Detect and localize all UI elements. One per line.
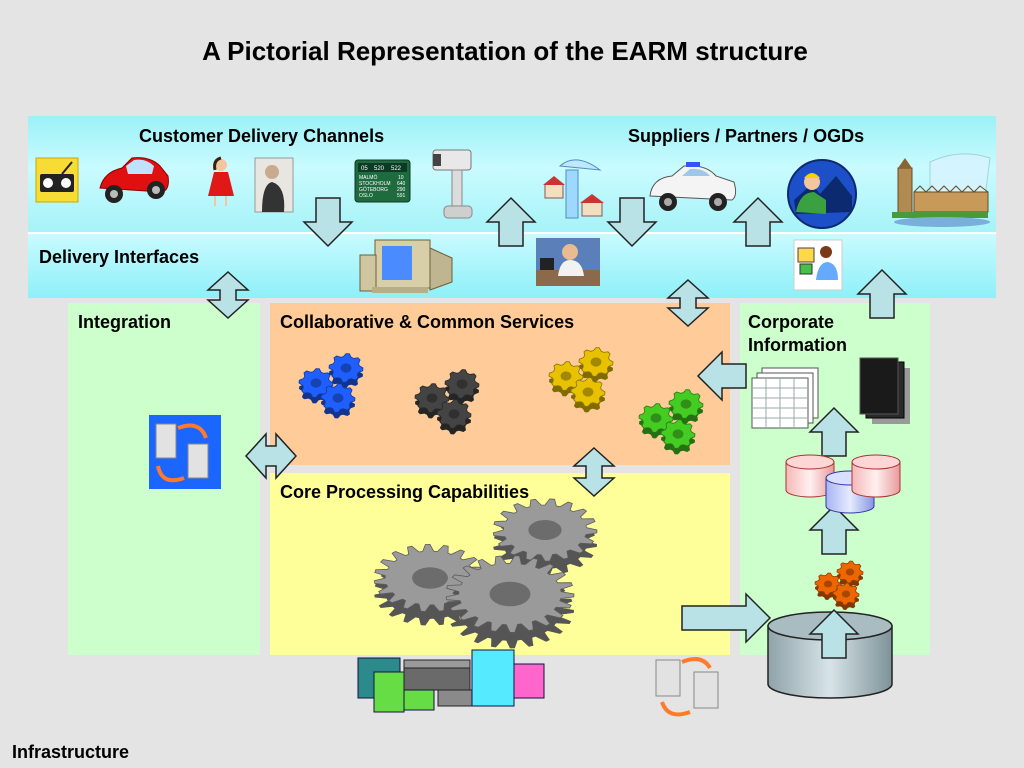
orange-gears-icon [832,582,860,610]
up-arrow-corporate-to-delivery [856,268,908,319]
board-row-city: OSLO [359,193,373,199]
suppliers-partners-ogds-label: Suppliers / Partners / OGDs [628,126,865,146]
cctv-camera-icon [432,149,473,219]
core-gears-group [373,498,598,649]
green-gears-icon [668,389,704,425]
board-header-2: 520 [374,166,385,172]
double-arrow-integration [206,270,250,320]
office-worker-photo-icon [536,238,600,286]
computer-user-illustration-icon [793,239,843,291]
houses-satellite-icon [543,159,604,219]
double-arrow-collab-core [572,446,616,498]
core-processing-capabilities-label: Core Processing Capabilities [280,482,530,502]
black-documents-icon [859,357,910,424]
left-arrow-corporate-to-collab [696,350,747,402]
green-gears-icon [638,403,674,439]
radio-icon [35,157,79,203]
spreadsheet-documents-icon [751,367,819,429]
phone-user-photo-icon [254,157,294,213]
up-arrow-database-to-gears [808,608,860,659]
dark-gears-icon [436,399,472,435]
server-hardware-icon [357,649,545,713]
blue-gears-icon [320,383,356,419]
parliament-building-icon [892,153,991,227]
board-row-city: MALMÖ [359,174,377,181]
up-arrow-channels [485,196,537,247]
collaborative-gears-group [298,347,864,610]
green-gears-icon [660,419,696,455]
board-header-3: 522 [391,166,402,172]
database-cylinders-icon [785,454,901,514]
board-row-value: 290 [397,187,406,193]
orange-gears-icon [836,560,864,588]
yellow-gears-icon [570,377,606,413]
board-row-city: STOCKHOLM [359,181,391,187]
infrastructure-servers-sync-icon [655,657,719,717]
corporate-information-label-line2: Information [748,335,847,355]
integration-servers-icon [149,415,221,489]
yellow-gears-icon [578,347,614,383]
integration-label: Integration [78,312,171,332]
double-arrow-collab-delivery [666,278,710,328]
police-car-icon [649,162,737,211]
down-arrow-channels [302,197,354,248]
page-title: A Pictorial Representation of the EARM s… [202,36,808,66]
woman-figure-icon [208,156,234,206]
corporate-information-label-line1: Corporate [748,312,835,332]
board-row-value: 591 [397,193,406,199]
board-row-value: 10 [398,175,404,181]
board-row-city: GÖTEBORG [359,186,388,193]
delivery-interfaces-label: Delivery Interfaces [39,247,200,267]
board-row-value: 640 [397,181,406,187]
car-icon [99,157,169,203]
departure-board-icon: 05 520 522 MALMÖ 10 STOCKHOLM 640 GÖTEBO… [354,159,411,203]
up-arrow-suppliers [732,196,784,247]
engineer-globe-icon [787,159,857,229]
right-arrow-core-to-database [681,592,772,644]
infrastructure-label: Infrastructure [12,742,130,762]
large-database-cylinder-icon [767,611,893,699]
large-grey-gear-icon [445,555,575,649]
dark-gears-icon [444,369,480,405]
customer-delivery-channels-label: Customer Delivery Channels [139,126,385,146]
up-arrow-db-to-docs [808,406,860,457]
collaborative-common-services-label: Collaborative & Common Services [280,312,575,332]
yellow-gears-icon [548,361,584,397]
down-arrow-suppliers [606,197,658,248]
blue-gears-icon [328,353,364,389]
board-header-1: 05 [361,166,368,172]
computer-monitor-icon [359,239,453,293]
up-arrow-gears-to-db [808,504,860,555]
double-arrow-integration-core [244,432,298,480]
